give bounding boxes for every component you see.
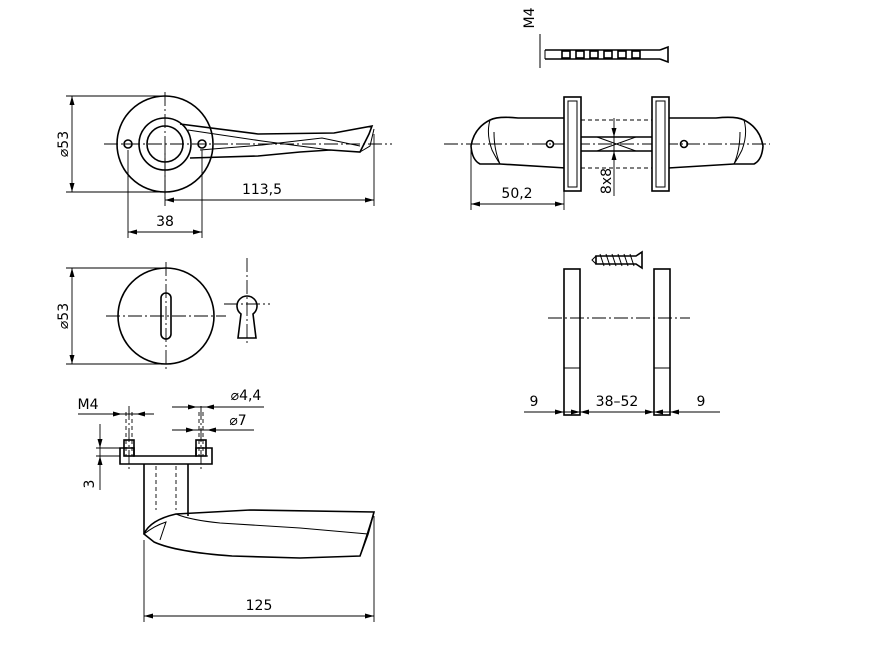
- wood-screw: [591, 250, 643, 270]
- key-rosette-view: ⌀53: [56, 258, 270, 372]
- dim-label-rosette-left: 9: [530, 394, 539, 410]
- dim-label-spindle: 8x8: [599, 168, 615, 194]
- door-thickness-view: 9 38–52 9: [524, 268, 720, 416]
- dim-label-diameter-key: ⌀53: [56, 303, 72, 329]
- dim-label-rosette-height: 3: [82, 480, 98, 489]
- dim-label-hole-large: ⌀7: [229, 413, 246, 429]
- dim-label-diameter-top: ⌀53: [56, 131, 72, 157]
- dim-label-total-length: 125: [246, 598, 273, 614]
- front-view-lever: ⌀53 113,5 38: [56, 92, 392, 238]
- dim-label-lever-length: 113,5: [242, 182, 282, 198]
- through-bolt: M4: [522, 7, 669, 68]
- dim-label-side-projection: 50,2: [501, 186, 532, 202]
- dim-label-fixing-distance: 38: [156, 214, 174, 230]
- dim-label-hole-small: ⌀4,4: [231, 388, 262, 404]
- side-view-through-door: 8x8 50,2: [444, 96, 770, 210]
- dim-label-door-thickness: 38–52: [596, 394, 639, 410]
- dim-label-screw-thread: M4: [78, 397, 99, 413]
- dim-label-bolt-thread: M4: [522, 7, 538, 28]
- lower-side-view: M4 ⌀4,4 ⌀7 3 125: [78, 388, 376, 622]
- dim-label-rosette-right: 9: [697, 394, 706, 410]
